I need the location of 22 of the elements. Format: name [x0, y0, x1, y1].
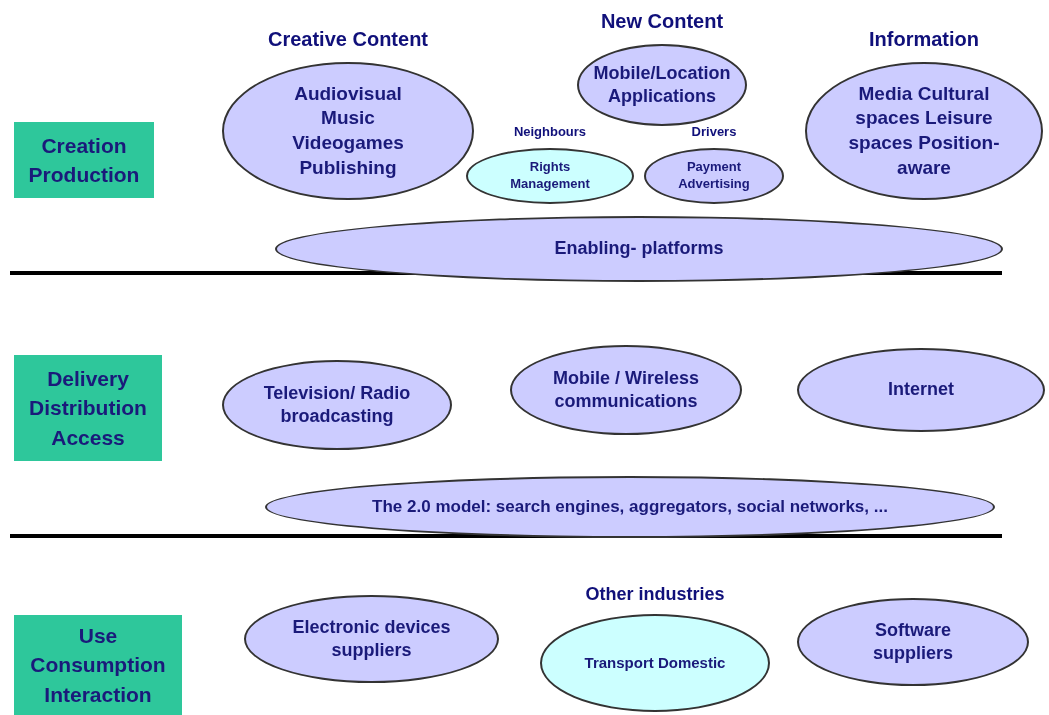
layer-label-box: Delivery Distribution Access	[14, 355, 162, 461]
category-ellipse: Mobile / Wireless communications	[510, 345, 742, 435]
category-ellipse: Electronic devices suppliers	[244, 595, 499, 683]
group-heading: Creative Content	[267, 28, 429, 51]
category-ellipse: Television/ Radio broadcasting	[222, 360, 452, 450]
layer-label-box: Creation Production	[14, 122, 154, 198]
category-ellipse: Enabling- platforms	[275, 216, 1003, 282]
group-heading: Other industries	[584, 584, 726, 605]
category-ellipse: The 2.0 model: search engines, aggregators, social networks, ...	[265, 476, 995, 538]
category-ellipse: Transport Domestic	[540, 614, 770, 712]
group-heading: Drivers	[690, 124, 738, 139]
group-heading: New Content	[599, 10, 725, 33]
layer-label-box: Use Consumption Interaction	[14, 615, 182, 715]
category-ellipse: Audiovisual Music Videogames Publishing	[222, 62, 474, 200]
category-ellipse: Mobile/Location Applications	[577, 44, 747, 126]
category-ellipse: Payment Advertising	[644, 148, 784, 204]
category-ellipse: Rights Management	[466, 148, 634, 204]
group-heading: Information	[868, 28, 980, 51]
category-ellipse: Media Cultural spaces Leisure spaces Position-aware	[805, 62, 1043, 200]
category-ellipse: Internet	[797, 348, 1045, 432]
category-ellipse: Software suppliers	[797, 598, 1029, 686]
group-heading: Neighbours	[512, 124, 588, 139]
